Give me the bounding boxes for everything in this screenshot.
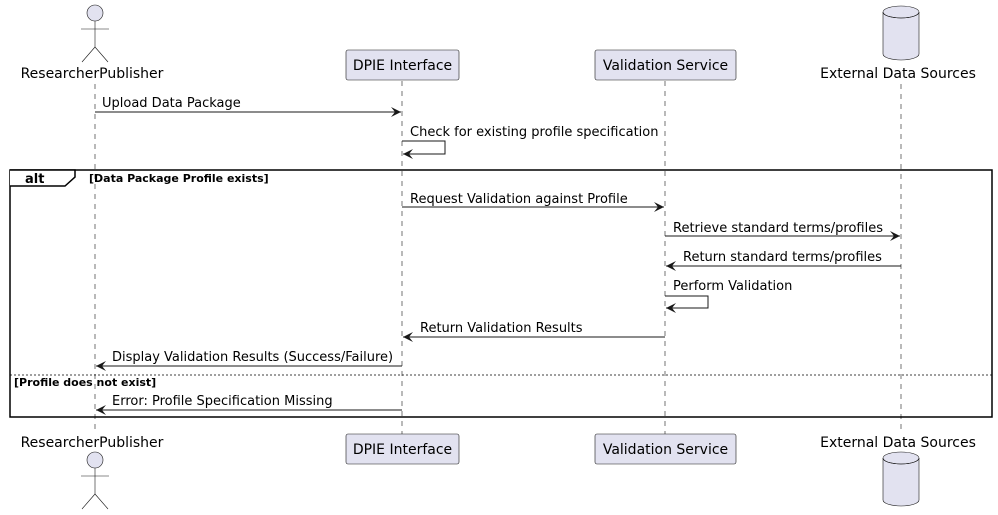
message-perform-validation: Perform Validation: [665, 279, 792, 313]
participants-bottom: ResearcherPublisher DPIE Interface Valid…: [21, 433, 976, 510]
lifelines: [94, 81, 902, 435]
message-return-validation-results: Return Validation Results: [403, 321, 665, 342]
alt-fragment: alt [Data Package Profile exists] [Profi…: [9, 169, 993, 418]
message-display-validation-results: Display Validation Results (Success/Fail…: [96, 350, 402, 371]
database-icon: [882, 5, 920, 61]
database-label: External Data Sources: [820, 435, 976, 451]
database-external-data-sources-bottom[interactable]: External Data Sources: [820, 435, 976, 507]
participant-dpie-interface-top[interactable]: DPIE Interface: [345, 49, 460, 81]
participant-validation-service-top[interactable]: Validation Service: [594, 49, 737, 81]
fragment-frame: [9, 169, 993, 418]
message-return-standard-terms: Return standard terms/profiles: [666, 250, 901, 271]
database-external-data-sources-top[interactable]: External Data Sources: [820, 5, 976, 82]
actor-researcherpublisher-bottom[interactable]: ResearcherPublisher: [21, 435, 164, 510]
actor-researcherpublisher-top[interactable]: ResearcherPublisher: [21, 4, 164, 82]
participants-top: ResearcherPublisher DPIE Interface Valid…: [21, 4, 976, 82]
fragment-tab: [10, 169, 76, 187]
message-label: Retrieve standard terms/profiles: [673, 221, 883, 236]
message-label: Error: Profile Specification Missing: [112, 394, 333, 409]
message-label: Perform Validation: [673, 279, 792, 294]
message-arrow: [665, 295, 709, 313]
message-label: Return standard terms/profiles: [683, 250, 882, 265]
actor-label: ResearcherPublisher: [21, 66, 164, 82]
participant-label: DPIE Interface: [353, 58, 452, 74]
message-check-profile-specification: Check for existing profile specification: [402, 125, 659, 159]
participant-label: Validation Service: [603, 442, 728, 458]
messages: Upload Data Package Check for existing p…: [95, 96, 901, 415]
database-label: External Data Sources: [820, 66, 976, 82]
participant-validation-service-bottom[interactable]: Validation Service: [594, 433, 737, 465]
participant-dpie-interface-bottom[interactable]: DPIE Interface: [345, 433, 460, 465]
message-label: Upload Data Package: [102, 96, 241, 111]
message-label: Request Validation against Profile: [410, 192, 628, 207]
message-arrow: [402, 140, 446, 159]
message-upload-data-package: Upload Data Package: [95, 96, 401, 117]
message-label: Return Validation Results: [420, 321, 583, 336]
participant-label: Validation Service: [603, 58, 728, 74]
database-icon: [882, 451, 920, 507]
message-request-validation: Request Validation against Profile: [402, 192, 664, 212]
actor-label: ResearcherPublisher: [21, 435, 164, 451]
message-label: Check for existing profile specification: [410, 125, 659, 140]
stick-figure-icon: [81, 4, 109, 63]
stick-figure-icon: [81, 451, 109, 510]
message-retrieve-standard-terms: Retrieve standard terms/profiles: [665, 221, 900, 241]
fragment-keyword: alt: [25, 172, 44, 187]
fragment-else-condition: [Profile does not exist]: [14, 376, 156, 389]
message-error-profile-missing: Error: Profile Specification Missing: [96, 394, 402, 415]
message-label: Display Validation Results (Success/Fail…: [112, 350, 393, 365]
fragment-condition: [Data Package Profile exists]: [89, 172, 269, 185]
participant-label: DPIE Interface: [353, 442, 452, 458]
